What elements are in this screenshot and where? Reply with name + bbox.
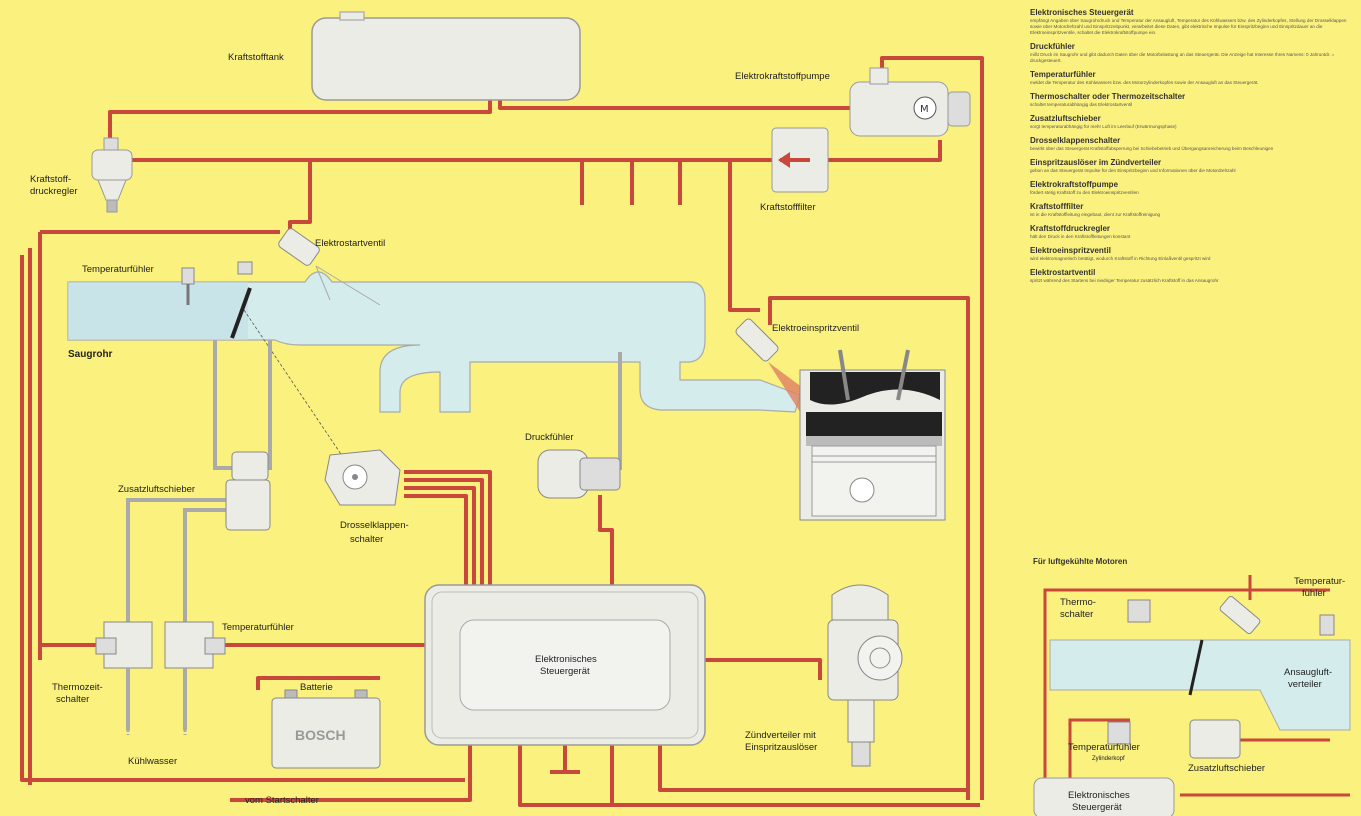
inset-title: Für luftgekühlte Motoren: [1033, 557, 1127, 566]
thermo-time-switch: Thermozeit- schalter: [52, 622, 152, 705]
legend-item-title: Elektroeinspritzventil: [1030, 246, 1356, 256]
thermo-switch-label-2: schalter: [56, 694, 89, 705]
cold-start-valve-label: Elektrostartventil: [315, 238, 385, 249]
inset-air-distributor-label-2: verteiler: [1288, 679, 1322, 690]
legend-item-description: hält den Druck in den Kraftstoffleitunge…: [1030, 234, 1356, 240]
inset-ecu-label-1: Elektronisches: [1068, 790, 1130, 801]
inset-temp-sensor: Temperatur- fühler: [1294, 576, 1345, 635]
thermo-switch-label-1: Thermozeit-: [52, 682, 103, 693]
legend-item-description: wird elektromagnetisch betätigt, wodurch…: [1030, 256, 1356, 262]
inset-aux-air-label: Zusatzluftschieber: [1188, 763, 1265, 774]
throttle-switch: Drosselklappen- schalter: [325, 450, 409, 545]
inset-aux-air-device: Zusatzluftschieber: [1188, 720, 1265, 774]
fuel-tank: Kraftstofftank: [228, 12, 580, 100]
legend-item-description: mißt Druck im Saugrohr und gibt dadurch …: [1030, 52, 1356, 64]
legend-item-title: Kraftstoffdruckregler: [1030, 224, 1356, 234]
inset-thermo-label-2: schalter: [1060, 609, 1093, 620]
legend-item-title: Elektronisches Steuergerät: [1030, 8, 1356, 18]
legend-item-description: empfängt Angaben über Saugrohrdruck und …: [1030, 18, 1356, 36]
legend-item-title: Elektrokraftstoffpumpe: [1030, 180, 1356, 190]
pressure-regulator-label-2: druckregler: [30, 186, 78, 197]
electric-fuel-pump: M Elektrokraftstoffpumpe: [735, 68, 970, 136]
legend-item-title: Druckfühler: [1030, 42, 1356, 52]
throttle-valve-stem: [238, 262, 252, 274]
legend-item-description: ist in die Kraftstoffleitung eingebaut, …: [1030, 212, 1356, 218]
distributor-label-2: Einspritzauslöser: [745, 742, 817, 753]
legend-item-description: fördert stetig Kraftstoff zu den Elektro…: [1030, 190, 1356, 196]
ignition-distributor: Zündverteiler mit Einspritzauslöser: [745, 585, 902, 766]
legend-item-title: Thermoschalter oder Thermozeitschalter: [1030, 92, 1356, 102]
pressure-regulator-label-1: Kraftstoff-: [30, 174, 71, 185]
legend-item-title: Einspritzauslöser im Zündverteiler: [1030, 158, 1356, 168]
legend-item-description: bewirkt über das Steuergerät Kraftstoffa…: [1030, 146, 1356, 152]
fuel-pressure-regulator: Kraftstoff- druckregler: [30, 138, 132, 212]
air-cooled-inset: Thermo- schalter Temperatur- fühler Ansa…: [1030, 570, 1361, 816]
coolant-label: Kühlwasser: [128, 756, 177, 767]
battery-brand: BOSCH: [295, 727, 346, 743]
inset-cylinder-temp-sensor: Temperaturfühler Zylinderkopf: [1068, 722, 1140, 762]
auxiliary-air-device: Zusatzluftschieber: [118, 340, 270, 730]
fuel-pump-label: Elektrokraftstoffpumpe: [735, 71, 830, 82]
temp-sensor-bottom-label: Temperaturfühler: [222, 622, 294, 633]
legend-item-description: sorgt temperaturabhängig für mehr Luft i…: [1030, 124, 1356, 130]
tank-label: Kraftstofftank: [228, 52, 284, 63]
legend-item-title: Kraftstofffilter: [1030, 202, 1356, 212]
inset-thermo-label-1: Thermo-: [1060, 597, 1096, 608]
aux-air-label: Zusatzluftschieber: [118, 484, 195, 495]
engine-cylinder: [800, 350, 945, 520]
legend-item-title: Elektrostartventil: [1030, 268, 1356, 278]
injector-label: Elektroeinspritzventil: [772, 323, 859, 334]
inset-cyl-temp-label: Temperaturfühler: [1068, 742, 1140, 753]
svg-text:M: M: [920, 104, 929, 115]
inset-ecu-label-2: Steuergerät: [1072, 802, 1122, 813]
pressure-sensor: Druckfühler: [525, 352, 620, 498]
legend-item-title: Temperaturfühler: [1030, 70, 1356, 80]
start-switch-label: vom Startschalter: [245, 795, 319, 806]
legend-item-description: meldet die Temperatur des Kühlwassers bz…: [1030, 80, 1356, 86]
inset-cyl-head-label: Zylinderkopf: [1092, 756, 1125, 762]
battery-label: Batterie: [300, 682, 333, 693]
temp-sensor-top-label: Temperaturfühler: [82, 264, 154, 275]
legend-item-description: schaltet temperaturabhängig das Elektros…: [1030, 102, 1356, 108]
inset-cold-start-valve: [1219, 595, 1261, 635]
legend-item-title: Zusatzluftschieber: [1030, 114, 1356, 124]
ecu-label-1: Elektronisches: [535, 654, 597, 665]
inset-ecu: Elektronisches Steuergerät: [1034, 778, 1174, 816]
intake-manifold: Saugrohr: [68, 272, 800, 475]
throttle-switch-label-2: schalter: [350, 534, 383, 545]
distributor-label-1: Zündverteiler mit: [745, 730, 816, 741]
electronic-control-unit: Elektronisches Steuergerät: [425, 585, 705, 745]
legend-item: Einspritzauslöser im Zündverteilergebon …: [1030, 158, 1356, 174]
saugrohr-label: Saugrohr: [68, 349, 113, 360]
system-schematic: Kraftstofftank M Elektrokraftstoffpumpe …: [0, 0, 1030, 816]
fuel-filter: Kraftstofffilter: [760, 128, 828, 213]
fuel-filter-label: Kraftstofffilter: [760, 202, 816, 213]
battery: BOSCH Batterie: [272, 682, 380, 768]
throttle-switch-label-1: Drosselklappen-: [340, 520, 409, 531]
legend-item-description: gebon an das Steuergerät Impulse für den…: [1030, 168, 1356, 174]
inset-air-distributor-label-1: Ansaugluft-: [1284, 667, 1332, 678]
ecu-label-2: Steuergerät: [540, 666, 590, 677]
legend-item-description: spritzt während des Startens bei niedrig…: [1030, 278, 1356, 284]
inset-thermo-switch: Thermo- schalter: [1060, 597, 1150, 622]
inset-temp-label-1: Temperatur-: [1294, 576, 1345, 587]
coolant-flow: Kühlwasser: [128, 668, 185, 767]
inset-temp-label-2: fühler: [1302, 588, 1326, 599]
legend-item-title: Drosselklappenschalter: [1030, 136, 1356, 146]
pressure-sensor-label: Druckfühler: [525, 432, 574, 443]
